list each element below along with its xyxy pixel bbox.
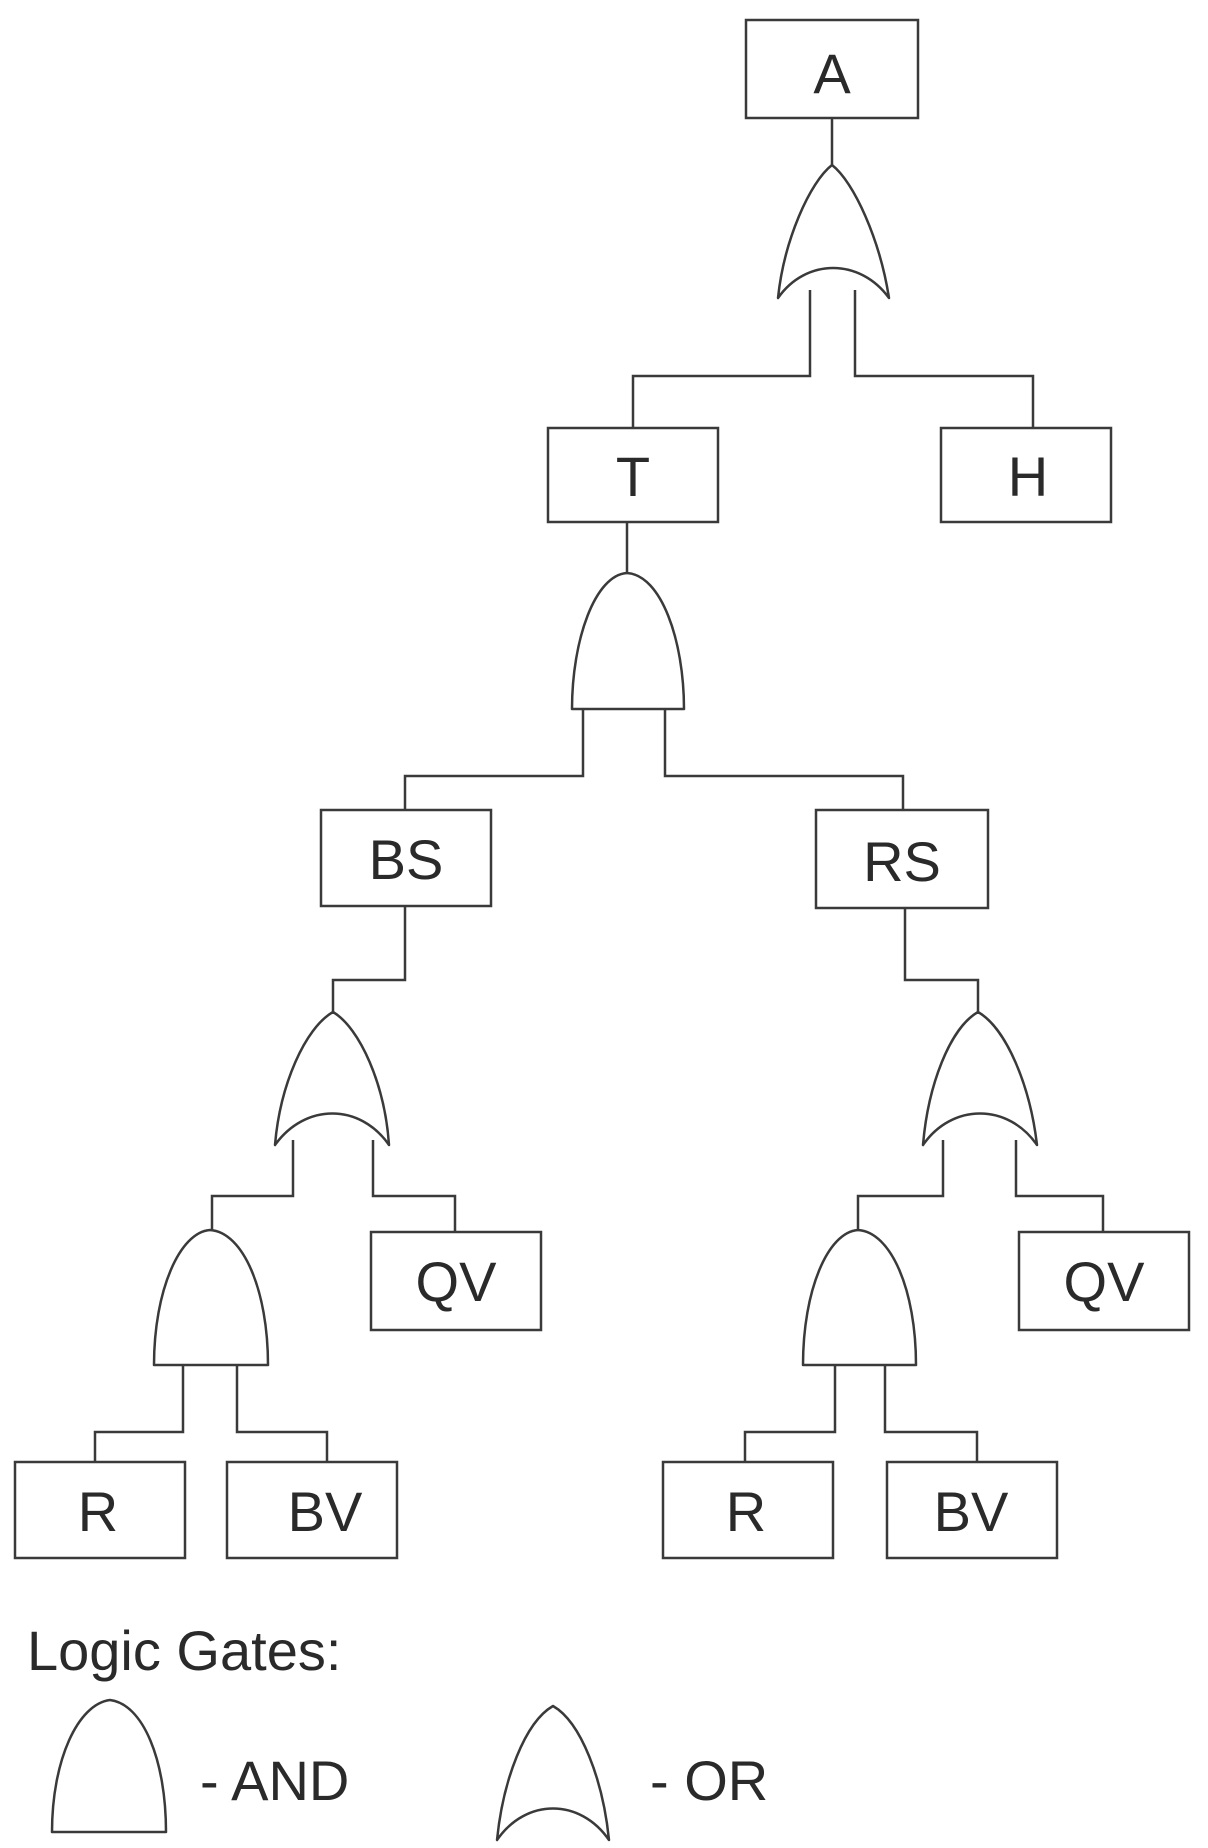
- or-gate-icon: [273, 1010, 391, 1147]
- or-gate-icon: [921, 1010, 1039, 1147]
- event-node-rs: RS: [814, 808, 990, 910]
- event-node-qv-left: QV: [369, 1230, 543, 1332]
- node-label-qv-left: QV: [416, 1250, 498, 1313]
- event-node-r-right: R: [661, 1460, 835, 1560]
- event-node-bv-left: BV: [225, 1460, 399, 1560]
- wire-bs-and-to-bv: [235, 1365, 329, 1462]
- and-gate-icon: [801, 1228, 918, 1367]
- node-label-rs: RS: [863, 830, 941, 893]
- node-label-bs: BS: [369, 828, 444, 891]
- wire-a-gate-to-h: [853, 290, 1035, 428]
- event-node-a: A: [744, 18, 920, 120]
- node-label-h: H: [1008, 445, 1048, 508]
- or-gate-icon: [495, 1704, 611, 1842]
- node-label-t: T: [616, 445, 650, 508]
- wire-bs-gate: [331, 906, 407, 1012]
- node-label-bv-left: BV: [288, 1480, 363, 1543]
- wire-a-gate-to-t: [631, 290, 812, 428]
- wire-rs-gate-to-qv: [1014, 1140, 1105, 1232]
- event-node-r-left: R: [13, 1460, 187, 1560]
- legend-or-label: - OR: [650, 1749, 768, 1812]
- gates: [152, 163, 1039, 1367]
- and-gate-icon: [50, 1698, 168, 1834]
- wire-rs-gate-to-and: [856, 1140, 945, 1230]
- node-label-a: A: [813, 42, 851, 105]
- node-label-r-left: R: [78, 1480, 118, 1543]
- wire-rs-gate: [903, 908, 980, 1012]
- event-node-bv-right: BV: [885, 1460, 1059, 1560]
- event-node-t: T: [546, 426, 720, 524]
- wire-rs-and-to-r: [743, 1365, 837, 1462]
- event-node-qv-right: QV: [1017, 1230, 1191, 1332]
- event-node-h: H: [939, 426, 1113, 524]
- node-label-r-right: R: [726, 1480, 766, 1543]
- node-label-bv-right: BV: [934, 1480, 1009, 1543]
- wire-bs-gate-to-and: [210, 1140, 295, 1230]
- event-node-bs: BS: [319, 808, 493, 908]
- and-gate-icon: [570, 571, 686, 711]
- wire-bs-gate-to-qv: [371, 1140, 457, 1232]
- node-label-qv-right: QV: [1064, 1250, 1146, 1313]
- legend-and-label: - AND: [200, 1749, 349, 1812]
- wire-t-gate-to-bs: [403, 709, 585, 810]
- connectors: [93, 118, 1105, 1462]
- wire-bs-and-to-r: [93, 1365, 185, 1462]
- wire-t-gate-to-rs: [663, 709, 905, 810]
- wire-rs-and-to-bv: [883, 1365, 979, 1462]
- or-gate-icon: [776, 163, 891, 300]
- and-gate-icon: [152, 1228, 270, 1367]
- legend-title: Logic Gates:: [27, 1619, 341, 1682]
- legend: Logic Gates: - AND - OR: [27, 1619, 768, 1842]
